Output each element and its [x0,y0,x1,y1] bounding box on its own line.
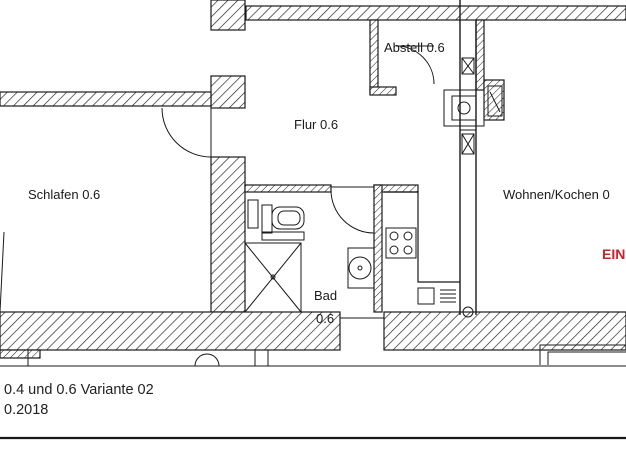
wall-bath-right [373,184,383,313]
wall-bottom-left [0,311,341,351]
wall-schlafen-top [0,91,212,107]
room-label-flur: Flur 0.6 [294,117,338,132]
partitions [0,0,626,440]
shaft-icon [443,57,503,318]
wall-abstell-bottom [369,86,397,96]
footer-line-2: 0.2018 [4,402,49,418]
door-abstell-arc [395,45,435,85]
wall-bottom-right [383,311,626,351]
kitchen-sink-icon [417,287,456,305]
room-label-wohnen: Wohnen/Kochen 0 [503,187,610,202]
bath-shelf [261,231,305,241]
room-label-bad-number: 0.6 [316,311,334,326]
footer-line-1: 0.4 und 0.6 Variante 02 [4,382,154,398]
wall-bottom-left-lower [0,349,41,359]
wall-abstell-right [475,19,485,91]
stove-icon [385,227,417,259]
toilet-icon [261,204,305,234]
shower-icon [244,242,302,313]
walls [0,0,626,359]
wall-bath-left [210,156,246,313]
room-label-abstell: Abstell 0.6 [384,40,445,55]
wall-bath-top [244,184,332,193]
door-schlafen-arc [161,107,212,158]
door-bad-arc [330,189,375,234]
wall-top-left-block [210,0,246,31]
washbasin-icon [347,247,375,289]
wall-top [245,5,626,21]
room-label-bad: Bad [314,288,337,303]
wall-abstell-left [369,19,379,95]
accent-label: EIN [602,246,625,262]
doors [161,45,435,234]
bath-cabinet [247,199,259,229]
fixtures [244,57,503,318]
wall-upper-stub [210,75,246,109]
room-label-schlafen: Schlafen 0.6 [28,187,100,202]
